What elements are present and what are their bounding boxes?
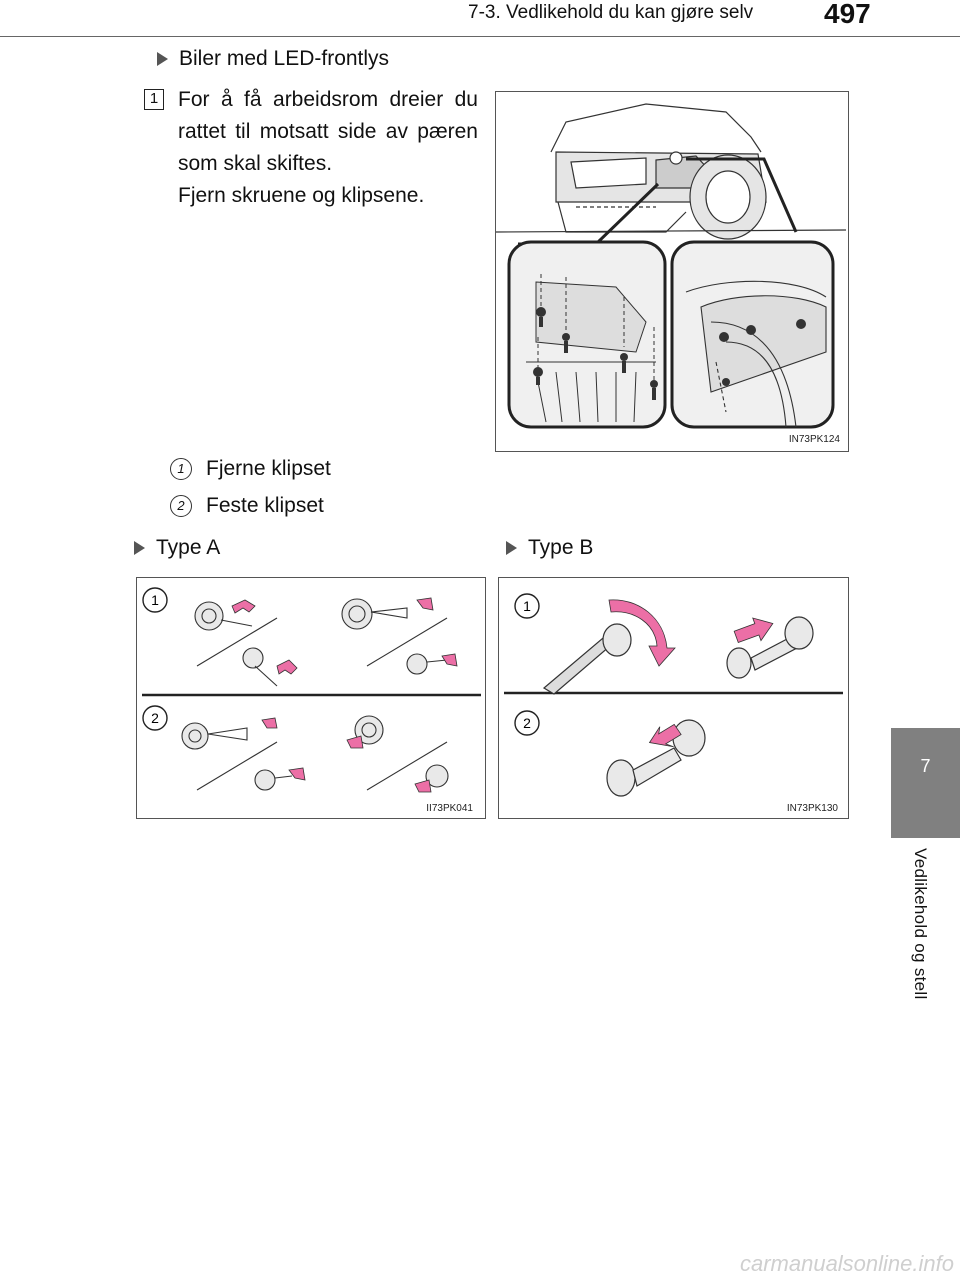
chapter-number: 7: [920, 756, 931, 776]
type-a-heading: Type A: [134, 536, 220, 560]
section-heading: Biler med LED-frontlys: [157, 47, 389, 71]
triangle-bullet-icon: [134, 541, 145, 555]
type-b-code: IN73PK130: [786, 803, 838, 814]
type-b-clip-illustration: 1 2: [504, 593, 843, 797]
marker-1: 1: [523, 598, 531, 614]
site-watermark: carmanualsonline.info: [739, 1251, 954, 1276]
marker-2: 2: [523, 715, 531, 731]
car-clip-illustration: [496, 103, 847, 429]
figure-type-b: 1 2 IN73PK130: [498, 577, 849, 819]
step-sub-text: Fjern skruene og klipsene.: [178, 184, 425, 207]
triangle-bullet-icon: [157, 52, 168, 66]
legend-item-remove: 1 Fjerne klipset: [170, 457, 331, 481]
section-title: 7-3. Vedlikehold du kan gjøre selv: [468, 2, 754, 23]
marker-1-circle: [142, 587, 168, 613]
legend-item-attach: 2 Feste klipset: [170, 494, 324, 518]
page-number: 497: [824, 0, 871, 29]
legend-label: Fjerne klipset: [206, 457, 331, 480]
type-a-clip-illustration: 1 2: [142, 587, 481, 793]
type-b-heading-text: Type B: [528, 536, 594, 559]
marker-2-circle: [514, 710, 540, 736]
type-a-heading-text: Type A: [156, 536, 221, 559]
figure-main: IN73PK124: [495, 91, 849, 452]
triangle-bullet-icon: [506, 541, 517, 555]
marker-2-circle: [142, 705, 168, 731]
step-number-box: 1: [144, 89, 164, 110]
marker-2: 2: [151, 710, 159, 726]
step-text: For å få arbeidsrom dreier du rattet til…: [178, 88, 478, 175]
chapter-label: Vedlikehold og stell: [911, 848, 930, 1000]
chapter-tab: 7: [891, 728, 960, 838]
figure-main-code: IN73PK124: [788, 434, 840, 445]
figure-type-a: 1 2: [136, 577, 486, 819]
section-heading-text: Biler med LED-frontlys: [179, 47, 390, 70]
legend-label: Feste klipset: [206, 494, 324, 517]
marker-1: 1: [151, 592, 159, 608]
legend-number: 2: [170, 495, 192, 517]
type-a-code: II73PK041: [426, 803, 473, 814]
header-divider: [0, 36, 960, 37]
legend-number: 1: [170, 458, 192, 480]
type-b-heading: Type B: [506, 536, 593, 560]
marker-1-circle: [514, 593, 540, 619]
